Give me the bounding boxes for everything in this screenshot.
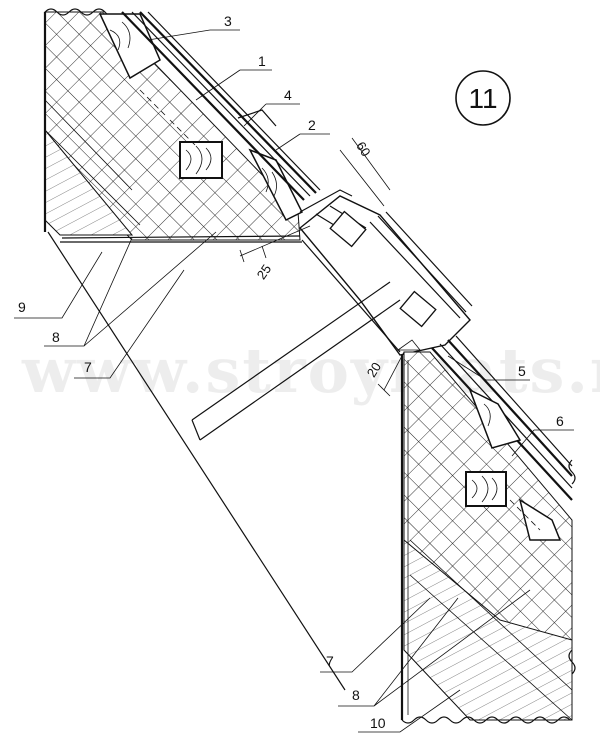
- roof-layer-3: [131, 11, 311, 197]
- lining-left-edge: [47, 231, 346, 691]
- callout-7-lower: 7: [326, 653, 334, 669]
- callout-8-upper: 8: [52, 329, 60, 345]
- lining-right-edge: [301, 239, 401, 353]
- callout-labels: 3 1 4 2 5 6 9 8 7 7 8 10: [18, 13, 564, 731]
- dimension-20-label: 20: [364, 360, 384, 380]
- lower-batten: [465, 471, 507, 507]
- glazing-unit: [369, 221, 461, 319]
- lower-break-line-right: [568, 459, 576, 675]
- detail-number: 11: [468, 83, 497, 114]
- lower-wood-block: [468, 388, 522, 449]
- callout-10: 10: [370, 715, 386, 731]
- dimension-60-label: 60: [353, 139, 373, 159]
- dimension-20: 20: [364, 351, 405, 397]
- upper-break-line: [44, 8, 106, 16]
- detail-number-badge: 11: [455, 70, 511, 126]
- callout-3: 3: [224, 13, 232, 29]
- callout-5: 5: [518, 363, 526, 379]
- roof-covering-layer-1: [121, 11, 305, 201]
- callout-9: 9: [18, 299, 26, 315]
- upper-batten: [179, 141, 223, 179]
- flashing-2: [299, 189, 353, 213]
- upper-wood-block: [98, 13, 161, 80]
- leader-lines: [14, 29, 574, 733]
- cross-beam: [191, 281, 401, 441]
- lower-roof-assembly: [400, 335, 576, 724]
- lower-break-line-bottom: [401, 716, 571, 724]
- callout-2: 2: [308, 117, 316, 133]
- callout-6: 6: [556, 413, 564, 429]
- dimension-60: 60: [339, 137, 391, 207]
- roof-window-frame: [299, 195, 473, 356]
- callout-7-upper: 7: [84, 359, 92, 375]
- roof-layer-4: [139, 11, 317, 194]
- upper-eave-timber: [248, 148, 304, 222]
- interior-lining-slab: [47, 231, 401, 691]
- watermark: www.stroymats.ru: [21, 334, 600, 407]
- callout-8-lower: 8: [352, 687, 360, 703]
- upper-roof-assembly: [43, 8, 353, 241]
- callout-1: 1: [258, 53, 266, 69]
- callout-4: 4: [284, 87, 292, 103]
- dimension-25: 25: [239, 225, 311, 282]
- lower-edge-block: [518, 498, 562, 541]
- dimension-25-label: 25: [254, 262, 275, 282]
